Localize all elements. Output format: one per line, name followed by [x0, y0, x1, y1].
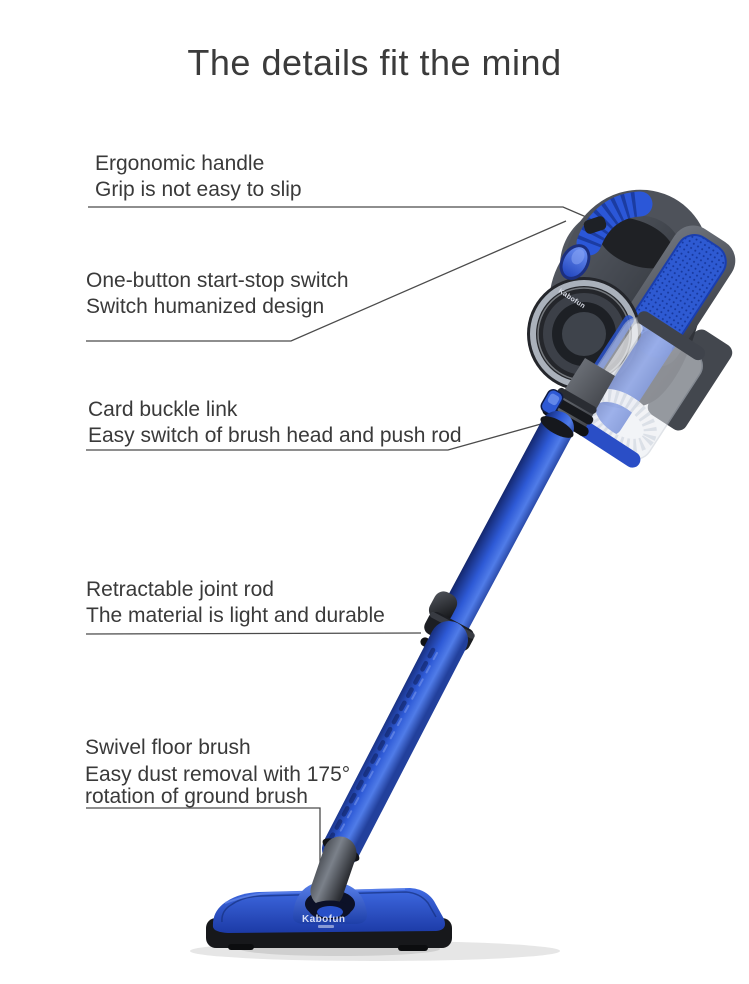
callout-line-ergonomic-handle [88, 206, 615, 230]
rod-adjustment-notches [327, 647, 436, 843]
feature-start-stop-switch: One-button start-stop switch Switch huma… [86, 267, 349, 320]
callout-line-start-stop-switch [86, 220, 567, 342]
feature-ergonomic-handle: Ergonomic handle Grip is not easy to sli… [95, 150, 302, 203]
feature-desc: rotation of ground brush [85, 785, 308, 808]
feature-desc: Easy dust removal with 175° [85, 763, 351, 786]
callout-line-floor-brush [86, 807, 321, 883]
brush-neck-tube [310, 836, 357, 908]
feature-title: One-button start-stop switch [86, 269, 349, 292]
feature-card-buckle: Card buckle link Easy switch of brush he… [88, 396, 462, 449]
feature-joint-rod: Retractable joint rod The material is li… [86, 576, 385, 629]
callout-line-joint-rod [85, 632, 422, 635]
handle-trigger [583, 216, 607, 234]
start-stop-button [559, 244, 591, 280]
feature-title: Ergonomic handle [95, 152, 265, 175]
handle-opening [598, 217, 674, 269]
feature-desc: Grip is not easy to slip [95, 178, 302, 201]
feature-desc: The material is light and durable [86, 604, 385, 627]
feature-desc: Switch humanized design [86, 295, 325, 318]
page-title: The details fit the mind [187, 42, 562, 83]
upper-rod [435, 411, 574, 641]
feature-title: Swivel floor brush [85, 736, 251, 759]
feature-title: Retractable joint rod [86, 578, 274, 601]
vacuum-product: Kabofun [190, 189, 736, 961]
feature-floor-brush: Swivel floor brush Easy dust removal wit… [85, 734, 350, 808]
brush-brand-text: Kabofun [302, 914, 345, 925]
feature-title: Card buckle link [88, 398, 238, 421]
handle-grip-ribs [577, 191, 642, 248]
feature-desc: Easy switch of brush head and push rod [88, 424, 462, 447]
card-buckle-latch [540, 389, 564, 415]
callout-line-card-buckle [86, 423, 542, 451]
